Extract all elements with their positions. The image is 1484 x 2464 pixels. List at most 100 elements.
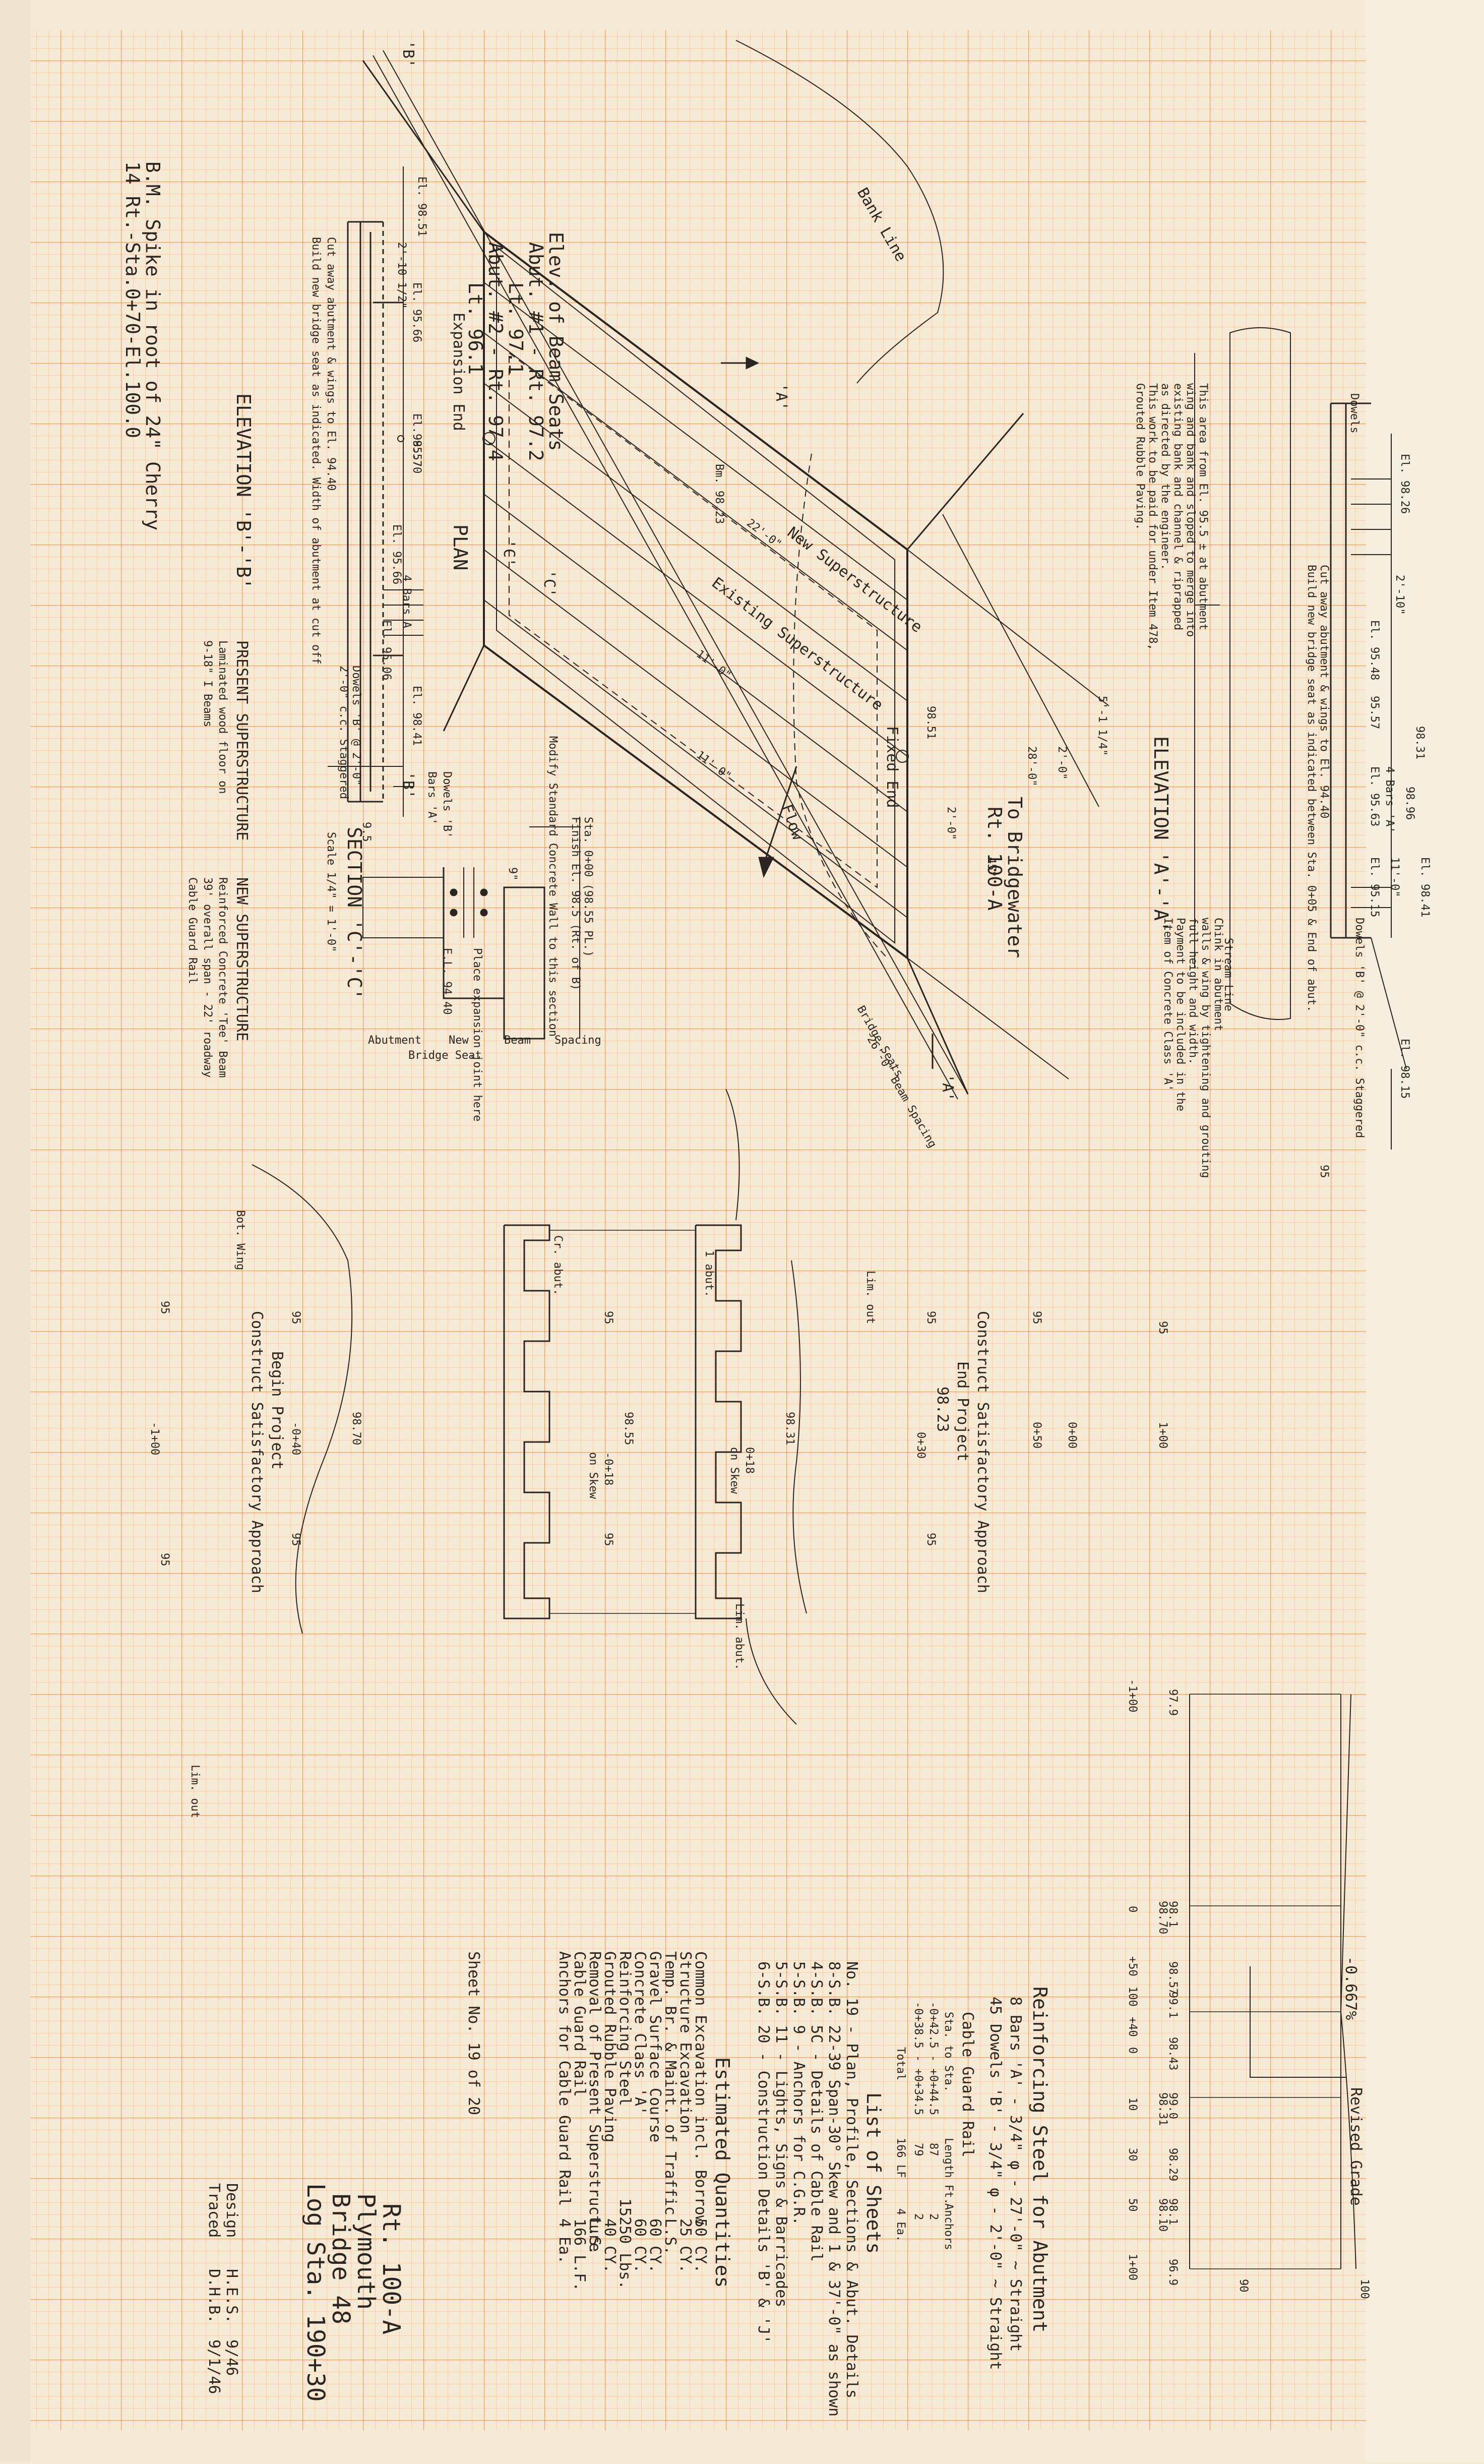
section-cc-label-3: Place expansion joint here (471, 948, 483, 1121)
grade-station-4: +40 (1126, 2017, 1139, 2037)
qty-item-9: Anchors for Cable Guard Rail (555, 1951, 573, 2206)
elev-aa-build-note: Build new bridge seat as indicated betwe… (1305, 565, 1318, 1012)
section-cc-95: 9.5 (360, 822, 373, 842)
profile-elev-1: 98.55 (622, 1412, 635, 1445)
grade-station-8: 50 (1126, 2198, 1139, 2212)
plan-to-bridgewater-route: Rt. 100-A (983, 807, 1006, 911)
sheets-item-3: 5-S.B. 9 - Anchors for C.G.R. (790, 1961, 808, 2226)
elev-aa-dim-3: Dowels 'B' @ 2'-0" c.c. Staggered (1353, 918, 1366, 1138)
elevation-bb-note2: Build new bridge seat as indicated. Widt… (310, 237, 322, 665)
present-superstructure-1: Laminated wood floor on (216, 640, 229, 794)
grade-elev-7: 98.31 (1156, 2092, 1169, 2126)
grade-station-2: +50 (1126, 1956, 1139, 1976)
section-cc-label-10: 9" (506, 867, 519, 881)
profile-grade-0: 95 (158, 1301, 171, 1314)
section-cc-label-5: Abutment (368, 1034, 421, 1047)
plan-title: PLAN (449, 524, 471, 571)
profile-annot-0: Lim. out (864, 1271, 877, 1324)
benchmark-line1: B.M. Spike in root of 24" Cherry (142, 161, 164, 530)
grade-chart-drawing (1189, 1694, 1356, 2269)
cgr-row0-anc: 2 (927, 2213, 940, 2220)
beam-seats-title: Elev. of Beam Seats (545, 232, 567, 451)
elev-bb-el-6: El. 95.06 (380, 620, 393, 680)
left-edge (0, 0, 30, 2461)
elev-aa-note-2: wing and bank and sloped to merge into (1184, 383, 1197, 637)
cgr-row0-sta: -0+42.5 - +0+44.5 (927, 2002, 940, 2115)
grade-axis-1: 100 (1358, 2279, 1371, 2299)
qty-item-6: Grouted Rubble Paving (601, 1951, 619, 2142)
cgr-header-1: Length Ft. (942, 2138, 955, 2204)
cgr-title: Cable Guard Rail (959, 2012, 976, 2157)
section-cc-label-8: Beam (504, 1034, 531, 1047)
plan-dim-3: 2'-0" (945, 807, 957, 840)
elev-bb-el-0: El. 98.51 (415, 176, 428, 236)
section-cc-label-1: Dowels 'B' (441, 771, 453, 838)
grade-station-9: 1+00 (1126, 2254, 1139, 2280)
title-design-label: Design (223, 2183, 240, 2238)
profile-grade-2: 95 (289, 1311, 302, 1325)
text-layer: B.M. Spike in root of 24" Cherry 14 Rt.-… (121, 40, 1431, 2417)
profile-skew-1: on Skew (728, 1447, 740, 1494)
elev-aa-note-1: This area from El. 95.5 ± at abutment (1197, 383, 1209, 630)
grade-elev-3: 98.57 (1166, 1961, 1179, 1995)
elev-aa-note-3: existing bank and channel & riprapped (1171, 383, 1184, 630)
profile-note-0: Construct Satisfactory Approach (974, 1311, 992, 1593)
plan-dim-5: 28'-0" (1025, 746, 1038, 786)
cgr-total-label: Total (894, 2047, 907, 2080)
profile-grade-9: 95 (1156, 1321, 1169, 1335)
elevation-aa-drawing (1194, 327, 1407, 1150)
profile-grade-8: 95 (1030, 1311, 1043, 1325)
qty-item-1: Structure Excavation (676, 1951, 694, 2133)
grade-elev-1: 98.1 (1166, 1901, 1179, 1928)
title-log-sta: Log Sta. 190+30 (301, 2183, 330, 2401)
sheets-item-5: 6-S.B. 20 - Construction Details 'B' & '… (755, 1961, 772, 2344)
grade-elev-0: 97.9 (1166, 1689, 1179, 1716)
plan-section-mark-0: 'A' (772, 383, 790, 410)
cgr-row0-len: 87 (927, 2143, 940, 2156)
grade-elev-9: 98.1 (1166, 2198, 1179, 2225)
section-cc-label-7: Bridge Seat (408, 1049, 482, 1062)
grade-elev-10: 98.10 (1156, 2198, 1169, 2232)
plan-dim-4: 45° (985, 857, 998, 877)
reinforcing-title: Reinforcing Steel for Abutment (1029, 1987, 1051, 2332)
profile-drawing (252, 1089, 807, 1725)
present-superstructure-title: PRESENT SUPERSTRUCTURE (233, 640, 251, 840)
section-cc-label-9: Spacing (554, 1034, 601, 1047)
elev-bb-el-5: El. 98.41 (410, 686, 423, 746)
qty-value-8: 166 L.F. (571, 2218, 588, 2292)
profile-annot-2: Cr. abut. (551, 1235, 564, 1295)
cgr-row1-anc: 2 (912, 2213, 924, 2220)
sheets-item-0: No. 19 - Plan, Profile, Sections & Abut.… (843, 1961, 860, 2398)
profile-grade-3: 95 (289, 1533, 302, 1546)
profile-grade-4: 95 (602, 1311, 614, 1325)
profile-station-1: -0+40 (289, 1422, 302, 1455)
beam-seats-abut2-lt: Lt. 96.1 (464, 282, 486, 375)
profile-annot-5: Lim. abut. (733, 1603, 746, 1670)
grade-station-5: 0 (1126, 2047, 1139, 2054)
profile-elev-0: 98.70 (350, 1412, 362, 1445)
elev-aa-chink-5: Item of Concrete Class 'A' (1161, 918, 1174, 1091)
grade-station-7: 30 (1126, 2148, 1139, 2161)
elev-aa-chink-3: full height and width. (1187, 918, 1199, 1064)
cgr-row1-len: 79 (912, 2143, 924, 2156)
elev-aa-el-5: El. 95.15 (1368, 857, 1381, 917)
plan-dim-6: 2'-0" (1056, 746, 1068, 779)
elev-aa-bottom-95: 95 (1318, 1165, 1330, 1178)
plan-label-elev: 98.51 (924, 706, 937, 739)
qty-value-2: L.S. (661, 2218, 679, 2255)
plan-label-expansion-end: Expansion End (450, 313, 467, 431)
grade-elev-8: 98.29 (1166, 2148, 1179, 2181)
section-cc-label-2: Bars 'A' (425, 771, 438, 825)
plan-section-mark-1: 'A' (939, 1074, 956, 1101)
new-superstructure-3: Cable Guard Rail (186, 877, 199, 984)
profile-skew-0: on Skew (587, 1452, 599, 1499)
elev-bb-el-2: El. 95.70 (410, 413, 423, 473)
plan-label-fixed-end: Fixed End (883, 726, 901, 808)
qty-item-7: Removal of Present Superstructure (586, 1951, 603, 2252)
elev-bb-dim-3: 2'-0" c.c. Staggered (337, 666, 350, 799)
elev-aa-dim-4: 11'-0" (1388, 857, 1401, 897)
profile-grade-7: 95 (924, 1533, 937, 1546)
elev-aa-el-8: El. 98.41 (1418, 857, 1431, 917)
profile-grade-6: 95 (924, 1311, 937, 1325)
